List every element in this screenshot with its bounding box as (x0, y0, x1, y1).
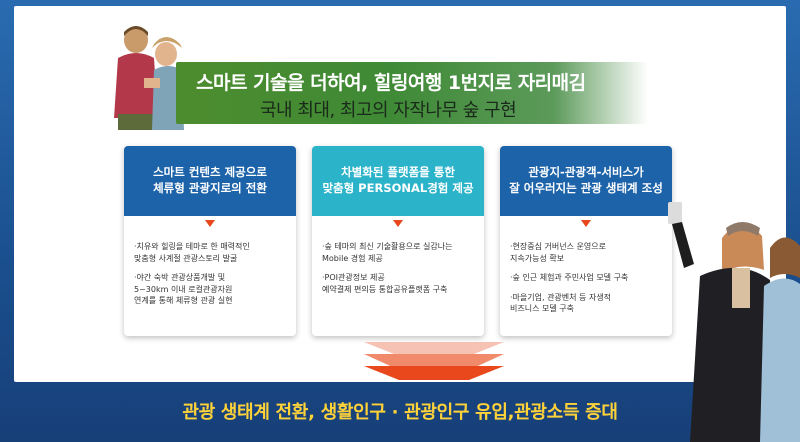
list-item: ·POI관광정보 제공 예약결제 편의등 통합공유플랫폼 구축 (322, 272, 474, 295)
down-chevron-icon (364, 342, 504, 356)
headline-banner (176, 62, 648, 124)
page-headline: 스마트 기술을 더하여, 힐링여행 1번지로 자리매김 (196, 72, 586, 94)
list-item: ·치유와 힐링을 테마로 한 매력적인 맞춤형 사계절 관광스토리 발굴 (134, 241, 286, 264)
footer-slogan: 관광 생태계 전환, 생활인구 · 관광인구 유입,관광소득 증대 (182, 402, 618, 423)
card-header: 관광지-관광객-서비스가 잘 어우러지는 관광 생태계 조성 (500, 146, 672, 216)
list-item: ·숲 인근 체험과 주민사업 모델 구축 (510, 272, 662, 284)
list-item-line: 5~30km 이내 로컬관광자원 (134, 284, 233, 294)
list-item-line: ·야간 숙박 관광상품개발 및 (134, 273, 226, 283)
down-triangle-icon (205, 220, 215, 227)
card-title-line: 체류형 관광지로의 전환 (153, 181, 267, 195)
list-item: ·야간 숙박 관광상품개발 및 5~30km 이내 로컬관광자원 연계를 통해 … (134, 272, 286, 307)
card-title-line: 관광지-관광객-서비스가 (528, 165, 644, 180)
list-item-line: ·숲 테마의 최신 기술활용으로 실감나는 (322, 242, 453, 251)
list-item-line: Mobile 경험 제공 (322, 253, 383, 263)
list-item-line: 지속가능성 확보 (510, 253, 565, 263)
list-item-line: ·POI관광정보 제공 (322, 273, 385, 283)
list-item-line: ·치유와 힐링을 테마로 한 매력적인 (134, 242, 250, 251)
down-triangle-icon (581, 220, 591, 227)
card-header: 차별화된 플랫폼을 통한 맞춤형 PERSONAL경험 제공 (312, 146, 484, 216)
list-item-line: ·마을기업, 관광벤처 등 자생적 (510, 292, 612, 302)
list-item-line: 맞춤형 사계절 관광스토리 발굴 (134, 253, 238, 263)
card-ecosystem: 관광지-관광객-서비스가 잘 어우러지는 관광 생태계 조성 ·현장중심 거버넌… (500, 146, 672, 336)
card-title-line: 차별화된 플랫폼을 통한 (341, 165, 455, 180)
card-smart-content: 스마트 컨텐츠 제공으로 체류형 관광지로의 전환 ·치유와 힐링을 테마로 한… (124, 146, 296, 336)
list-item-line: 예약결제 편의등 통합공유플랫폼 구축 (322, 284, 448, 294)
list-item: ·현장중심 거버넌스 운영으로 지속가능성 확보 (510, 241, 662, 264)
card-title-line: 맞춤형 PERSONAL경험 제공 (322, 181, 474, 195)
card-title-line: 잘 어우러지는 관광 생태계 조성 (509, 181, 663, 195)
list-item-line: 비즈니스 모델 구축 (510, 304, 574, 314)
down-chevron-icon (364, 366, 504, 380)
card-platform: 차별화된 플랫폼을 통한 맞춤형 PERSONAL경험 제공 ·숲 테마의 최신… (312, 146, 484, 336)
card-title-line: 스마트 컨텐츠 제공으로 (153, 165, 267, 180)
page-subheadline: 국내 최대, 최고의 자작나무 숲 구현 (260, 100, 517, 121)
tourists-selfie-photo (668, 202, 800, 442)
list-item-line: ·숲 인근 체험과 주민사업 모델 구축 (510, 273, 629, 283)
card-header: 스마트 컨텐츠 제공으로 체류형 관광지로의 전환 (124, 146, 296, 216)
list-item-line: ·현장중심 거버넌스 운영으로 (510, 242, 606, 251)
down-triangle-icon (393, 220, 403, 227)
list-item-line: 연계를 통해 체류형 관광 실현 (134, 296, 233, 306)
list-item: ·숲 테마의 최신 기술활용으로 실감나는 Mobile 경험 제공 (322, 241, 474, 264)
list-item: ·마을기업, 관광벤처 등 자생적 비즈니스 모델 구축 (510, 292, 662, 315)
